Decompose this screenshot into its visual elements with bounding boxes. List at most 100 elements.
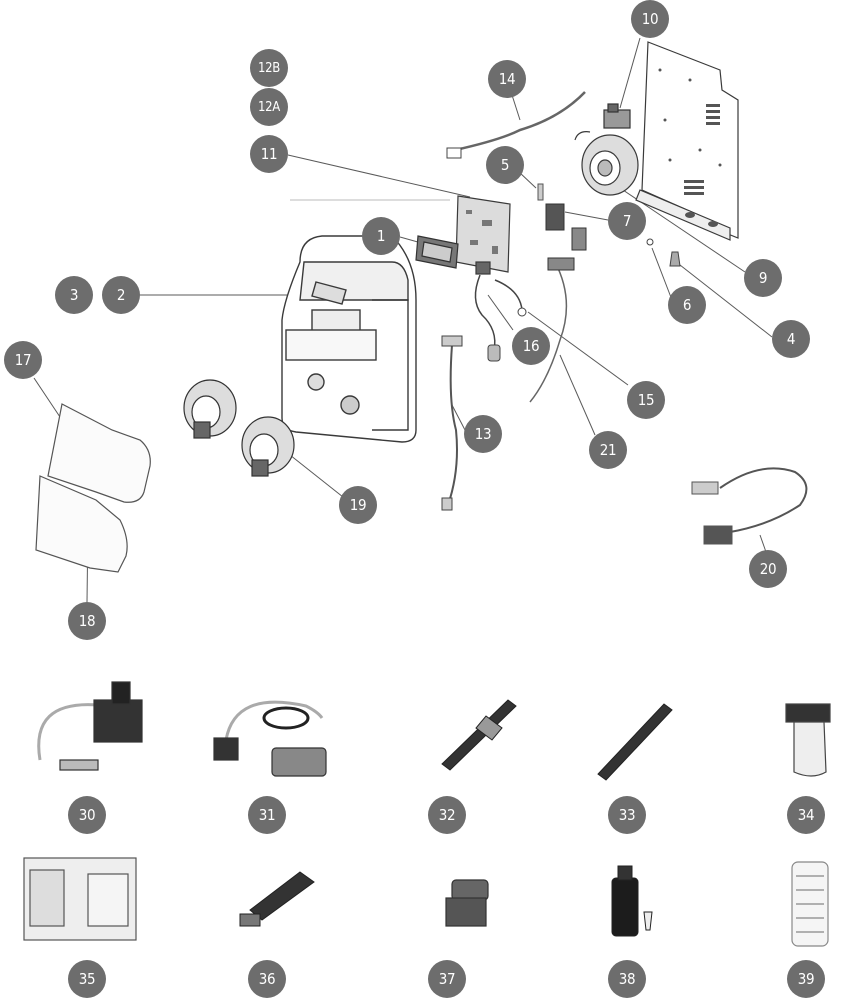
fuse: [537, 183, 544, 201]
peristaltic-pumps: [183, 379, 295, 477]
callout-31-label: 31: [258, 806, 276, 824]
callout-18[interactable]: 18: [68, 602, 106, 640]
callout-21-label: 21: [599, 441, 617, 459]
callout-3[interactable]: 3: [55, 276, 93, 314]
wiring-harness: [474, 274, 496, 351]
callout-34[interactable]: 34: [787, 796, 825, 834]
accessory-35: [23, 857, 137, 941]
callout-11[interactable]: 11: [250, 135, 288, 173]
callout-39[interactable]: 39: [787, 960, 825, 998]
callout-36[interactable]: 36: [248, 960, 286, 998]
callout-1-label: 1: [376, 227, 386, 245]
leader-11: [287, 154, 471, 198]
accessory-31: [213, 700, 327, 777]
callout-37[interactable]: 37: [428, 960, 466, 998]
callout-2[interactable]: 2: [102, 276, 140, 314]
leader-14: [511, 94, 521, 121]
callout-7-label: 7: [622, 212, 632, 230]
callout-12a[interactable]: 12A: [250, 88, 288, 126]
callout-3-label: 3: [69, 286, 79, 304]
callout-1[interactable]: 1: [362, 217, 400, 255]
accessory-39: [791, 861, 829, 947]
leader-17: [33, 377, 63, 421]
callout-33[interactable]: 33: [608, 796, 646, 834]
callout-39-label: 39: [797, 970, 815, 988]
relay-component: [603, 103, 631, 129]
callout-17[interactable]: 17: [4, 341, 42, 379]
display-panel: [415, 235, 459, 269]
callout-10-label: 10: [641, 10, 659, 28]
callout-9[interactable]: 9: [744, 259, 782, 297]
callout-12b-label: 12B: [257, 60, 280, 76]
callout-9-label: 9: [758, 269, 768, 287]
leader-21: [559, 354, 596, 436]
leader-7: [564, 211, 609, 221]
callout-5[interactable]: 5: [486, 146, 524, 184]
callout-35[interactable]: 35: [68, 960, 106, 998]
callout-10[interactable]: 10: [631, 0, 669, 38]
accessory-38: [611, 865, 653, 937]
callout-11-label: 11: [260, 145, 278, 163]
accessory-36: [239, 871, 315, 927]
callout-37-label: 37: [438, 970, 456, 988]
callout-32[interactable]: 32: [428, 796, 466, 834]
callout-13-label: 13: [474, 425, 492, 443]
leader-5: [518, 171, 537, 189]
callout-38[interactable]: 38: [608, 960, 646, 998]
terminal-block: [545, 203, 587, 251]
callout-16[interactable]: 16: [512, 327, 550, 365]
callout-6-label: 6: [682, 296, 692, 314]
callout-4-label: 4: [786, 330, 796, 348]
callout-17-label: 17: [14, 351, 32, 369]
circuit-board: [455, 195, 511, 275]
callout-18-label: 18: [78, 612, 96, 630]
callout-30-label: 30: [78, 806, 96, 824]
accessory-30: [37, 681, 143, 771]
leader-16: [487, 294, 514, 331]
callout-20-label: 20: [759, 560, 777, 578]
ribbon-cable: [454, 91, 586, 152]
power-cord: [691, 467, 808, 545]
callout-14[interactable]: 14: [488, 60, 526, 98]
callout-16-label: 16: [522, 337, 540, 355]
accessory-37: [445, 879, 489, 927]
callout-19[interactable]: 19: [339, 486, 377, 524]
leader-15: [527, 311, 629, 386]
leader-20: [759, 534, 767, 553]
callout-19-label: 19: [349, 496, 367, 514]
accessory-32: [441, 699, 517, 771]
callout-4[interactable]: 4: [772, 320, 810, 358]
protective-covers: [35, 403, 151, 573]
callout-15-label: 15: [637, 391, 655, 409]
callout-31[interactable]: 31: [248, 796, 286, 834]
callout-30[interactable]: 30: [68, 796, 106, 834]
pump-motor: [574, 131, 639, 196]
leader-6: [651, 247, 673, 301]
mounting-plate: [635, 41, 739, 241]
callout-32-label: 32: [438, 806, 456, 824]
callout-15[interactable]: 15: [627, 381, 665, 419]
leader-13: [451, 404, 466, 431]
callout-35-label: 35: [78, 970, 96, 988]
callout-2-label: 2: [116, 286, 126, 304]
callout-14-label: 14: [498, 70, 516, 88]
callout-21[interactable]: 21: [589, 431, 627, 469]
callout-12a-label: 12A: [258, 99, 280, 115]
callout-6[interactable]: 6: [668, 286, 706, 324]
leader-10: [619, 37, 641, 109]
callout-7[interactable]: 7: [608, 202, 646, 240]
callout-20[interactable]: 20: [749, 550, 787, 588]
callout-13[interactable]: 13: [464, 415, 502, 453]
hose: [447, 344, 458, 506]
small-screw: [646, 238, 654, 246]
callout-5-label: 5: [500, 156, 510, 174]
leader-4: [679, 264, 773, 338]
callout-33-label: 33: [618, 806, 636, 824]
callout-12b[interactable]: 12B: [250, 49, 288, 87]
accessory-33: [597, 703, 673, 781]
probe-cable: [529, 261, 568, 403]
callout-36-label: 36: [258, 970, 276, 988]
accessory-34: [785, 703, 831, 777]
